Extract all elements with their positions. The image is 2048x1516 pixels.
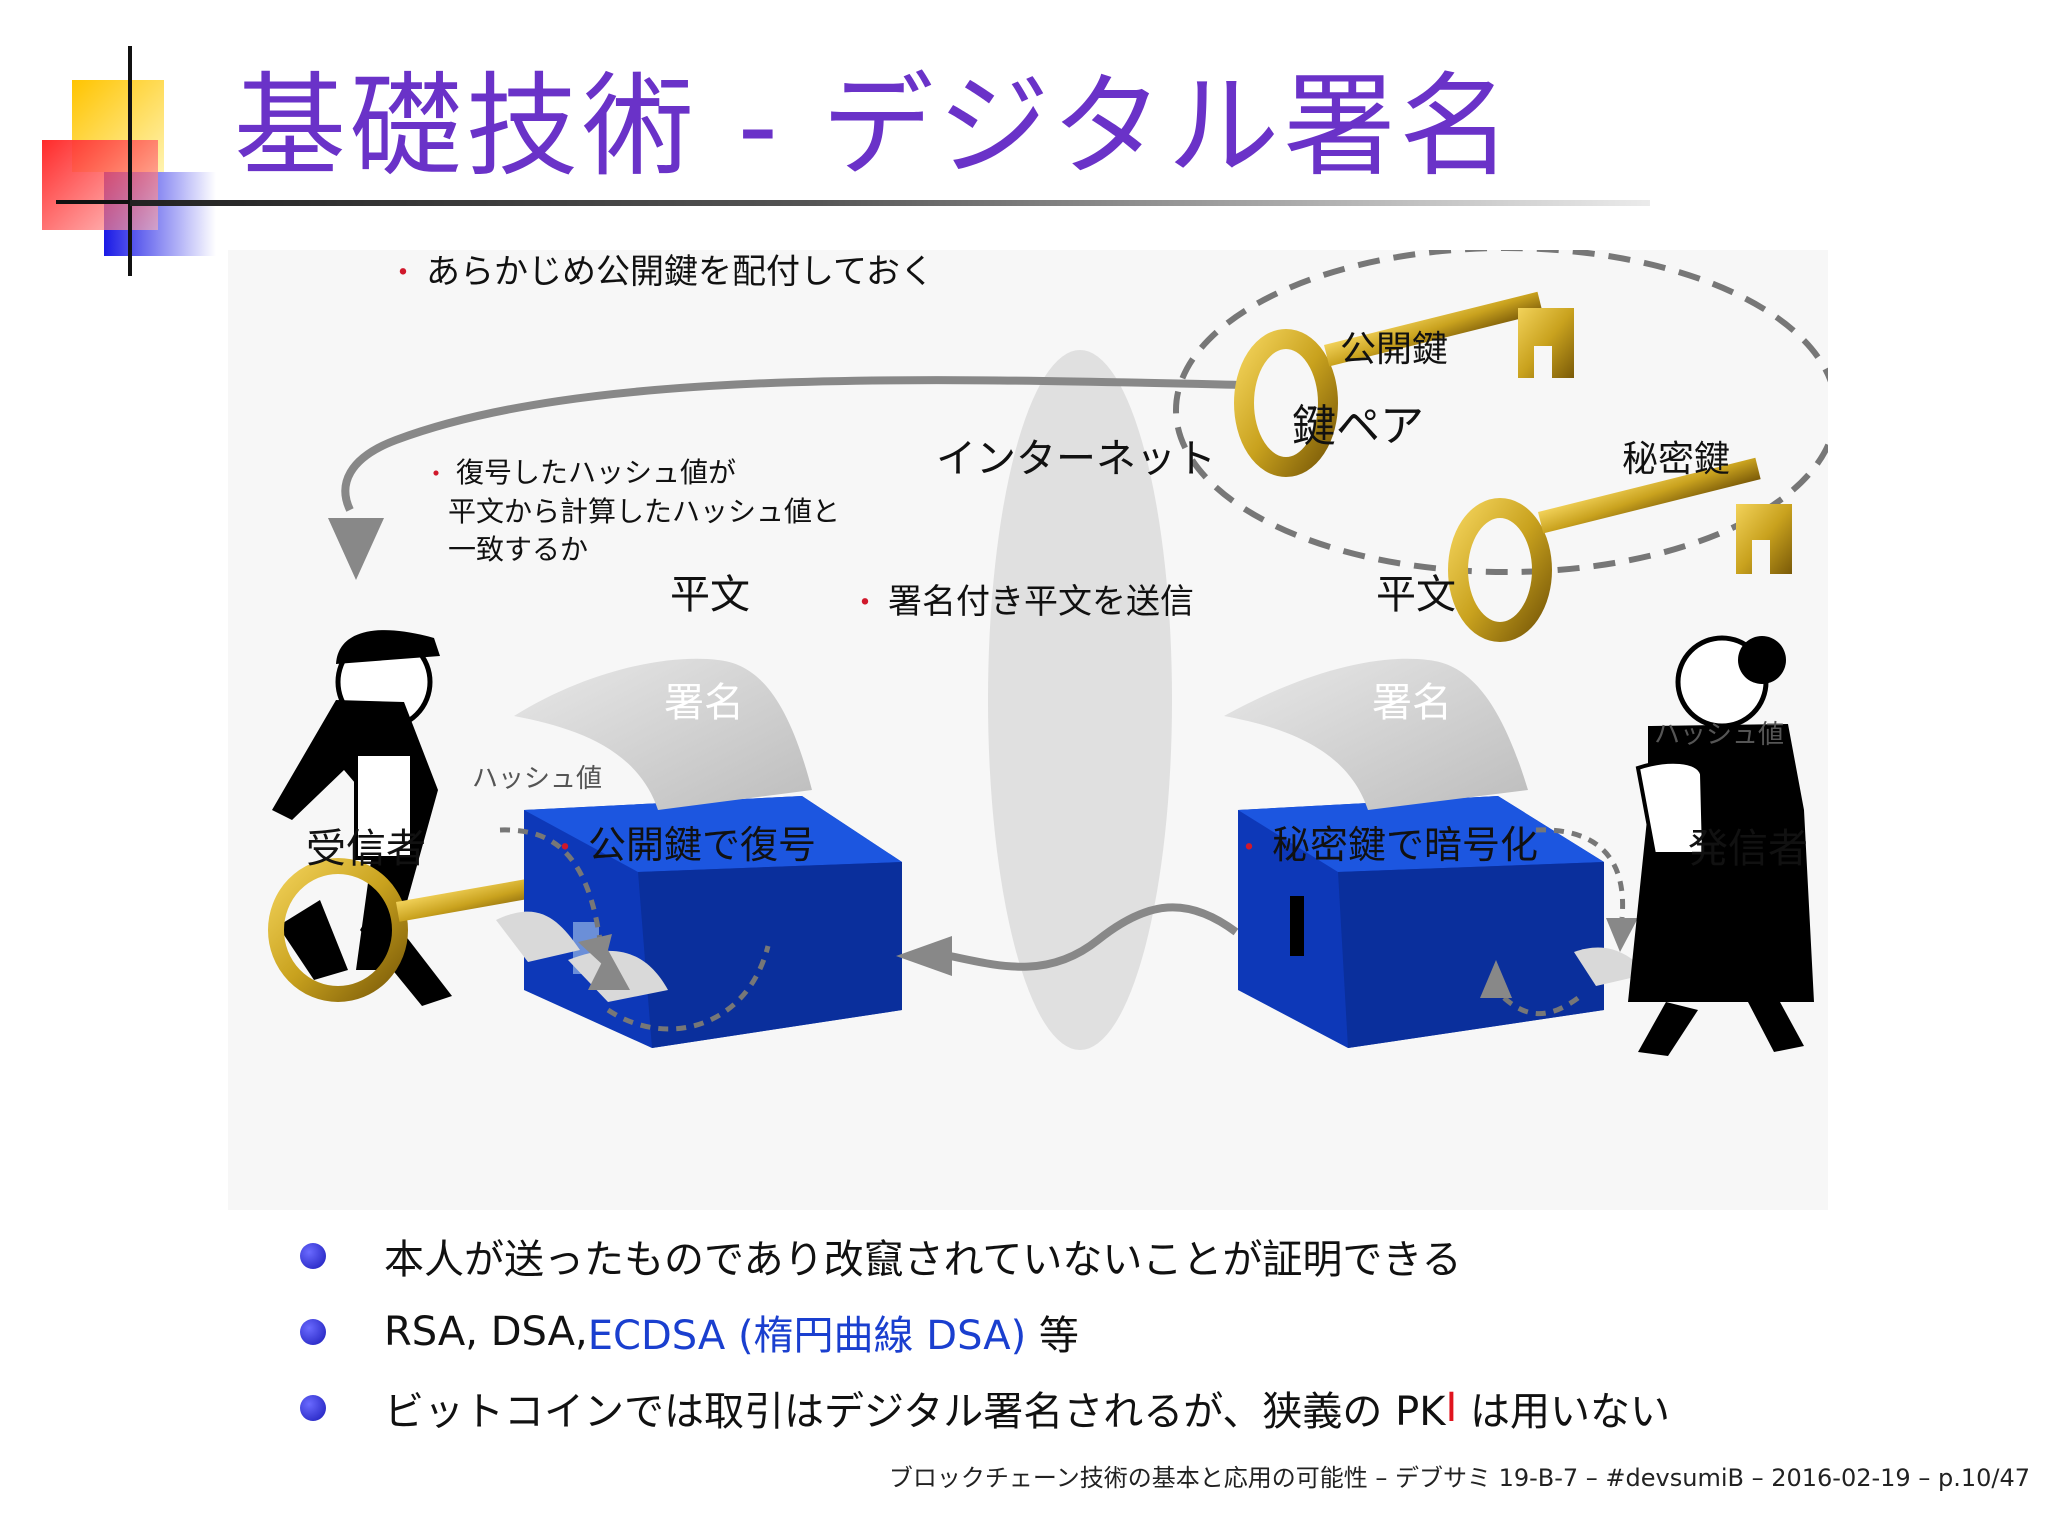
bullet-item-2: RSA, DSA, ECDSA (楕円曲線 DSA) 等 — [300, 1294, 2020, 1370]
signature-label-right: 署名 — [1372, 680, 1452, 726]
bullet-text: ビットコインでは取引はデジタル署名されるが、狭義の PK — [384, 1389, 1446, 1435]
slide-title: 基礎技術 - デジタル署名 — [234, 62, 1516, 192]
network-label: インターネット — [936, 436, 1216, 482]
hash-label-left: ハッシュ値 — [472, 764, 603, 794]
deco-vertical-line — [128, 46, 132, 276]
distribute-arrow — [341, 376, 1247, 512]
key-pair-label: 鍵ペア — [1292, 401, 1424, 452]
bullet-text: 等 — [1026, 1313, 1079, 1359]
sender-box — [1224, 658, 1648, 1048]
bullet-list: 本人が送ったものであり改竄されていないことが証明できる RSA, DSA, EC… — [300, 1218, 2020, 1446]
private-key-icon — [1448, 457, 1792, 642]
receiver-box — [496, 658, 902, 1048]
bullet-icon — [300, 1395, 326, 1421]
plaintext-label-left: 平文 — [670, 572, 750, 618]
receiver-label: 受信者 — [306, 826, 426, 872]
title-rule — [130, 200, 1650, 206]
hash-label-right: ハッシュ値 — [1654, 720, 1785, 750]
bullet-text: は用いない — [1457, 1389, 1670, 1435]
distribute-note: ・あらかじめ公開鍵を配付しておく — [388, 252, 934, 292]
key-pair-ellipse — [1173, 245, 1839, 575]
deco-square-red — [42, 140, 158, 230]
note-bullet: ・ — [550, 831, 580, 866]
bullet-text: 本人が送ったものであり改竄されていないことが証明できる — [384, 1237, 1462, 1283]
verify-note-line-1: ・復号したハッシュ値が — [424, 456, 737, 489]
public-key-label: 公開鍵 — [1340, 329, 1449, 370]
bullet-text-highlight: I — [1445, 1385, 1458, 1431]
signature-label-left: 署名 — [664, 680, 744, 726]
deco-horizontal-line — [56, 200, 136, 204]
bullet-icon — [300, 1243, 326, 1269]
slide-footer: ブロックチェーン技術の基本と応用の可能性 – デブサミ 19-B-7 – #de… — [888, 1464, 2030, 1492]
decrypt-note: ・公開鍵で復号 — [550, 823, 817, 867]
verify-note-line-3: 一致するか — [448, 533, 589, 566]
send-arrow — [949, 903, 1239, 971]
sender-label: 発信者 — [1688, 826, 1808, 872]
bullet-text-highlight: ECDSA (楕円曲線 DSA) — [587, 1313, 1027, 1359]
sender-figure — [1628, 635, 1814, 1056]
digital-signature-diagram: ・あらかじめ公開鍵を配付しておく インターネット ・復号したハッシュ値が 平文か… — [228, 245, 1839, 1210]
plaintext-label-right: 平文 — [1376, 572, 1456, 618]
encrypt-note: ・秘密鍵で暗号化 — [1234, 823, 1539, 867]
note-bullet: ・ — [850, 586, 880, 621]
distribute-arrowhead — [328, 518, 384, 580]
bullet-icon — [300, 1319, 326, 1345]
verify-note: ・復号したハッシュ値が 平文から計算したハッシュ値と 一致するか — [424, 454, 840, 569]
private-key-label: 秘密鍵 — [1622, 439, 1731, 480]
bullet-text: RSA, DSA, — [384, 1309, 588, 1355]
internet-ellipse — [988, 350, 1172, 1050]
send-arrowhead — [896, 936, 952, 976]
verify-note-line-2: 平文から計算したハッシュ値と — [448, 495, 841, 528]
bullet-item-1: 本人が送ったものであり改竄されていないことが証明できる — [300, 1218, 2020, 1294]
diagram-graphics — [268, 245, 1839, 1056]
send-note: ・署名付き平文を送信 — [850, 582, 1194, 622]
note-bullet: ・ — [1234, 831, 1264, 866]
note-bullet: ・ — [388, 256, 418, 291]
note-bullet: ・ — [424, 460, 448, 488]
bullet-item-3: ビットコインでは取引はデジタル署名されるが、狭義の PK I は用いない — [300, 1370, 2020, 1446]
public-key-icon — [1234, 291, 1574, 477]
